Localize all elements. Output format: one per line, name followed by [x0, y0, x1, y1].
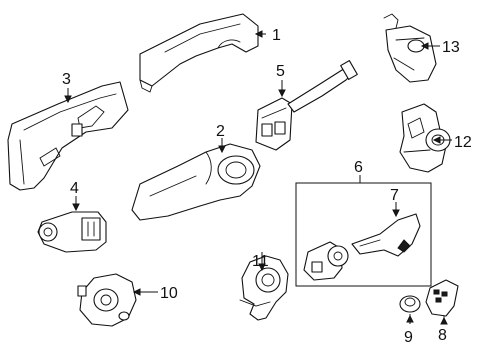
part-11-bracket[interactable]: [239, 252, 289, 321]
callout-13: 13: [442, 39, 460, 56]
part-7-key[interactable]: [351, 202, 421, 257]
part-13-module[interactable]: [383, 13, 440, 83]
callout-4: 4: [70, 180, 79, 197]
callout-9: 9: [404, 329, 413, 346]
callout-5: 5: [276, 63, 285, 80]
part-6-lock-cylinder[interactable]: [303, 241, 349, 281]
assembly-6-box: [295, 175, 432, 287]
part-10-ignition-switch[interactable]: [77, 273, 158, 327]
callout-2: 2: [216, 123, 225, 140]
part-12-lock-housing[interactable]: [399, 103, 452, 173]
part-3-lower-trim[interactable]: [7, 81, 129, 191]
callout-1: 1: [272, 27, 281, 44]
callout-8: 8: [438, 327, 447, 344]
part-5-multifunction-switch[interactable]: [255, 60, 358, 151]
callout-10: 10: [160, 285, 178, 302]
part-9-cap[interactable]: [399, 295, 421, 324]
part-8-key-fob[interactable]: [425, 279, 459, 325]
callout-3: 3: [62, 71, 71, 88]
callout-11: 11: [252, 253, 269, 270]
part-1-upper-column-cover[interactable]: [139, 13, 266, 93]
callout-6: 6: [354, 159, 363, 176]
callout-7: 7: [390, 187, 399, 204]
callout-12: 12: [454, 134, 472, 151]
part-2-lower-column-cover[interactable]: [131, 138, 261, 221]
part-4-switch[interactable]: [37, 196, 107, 253]
